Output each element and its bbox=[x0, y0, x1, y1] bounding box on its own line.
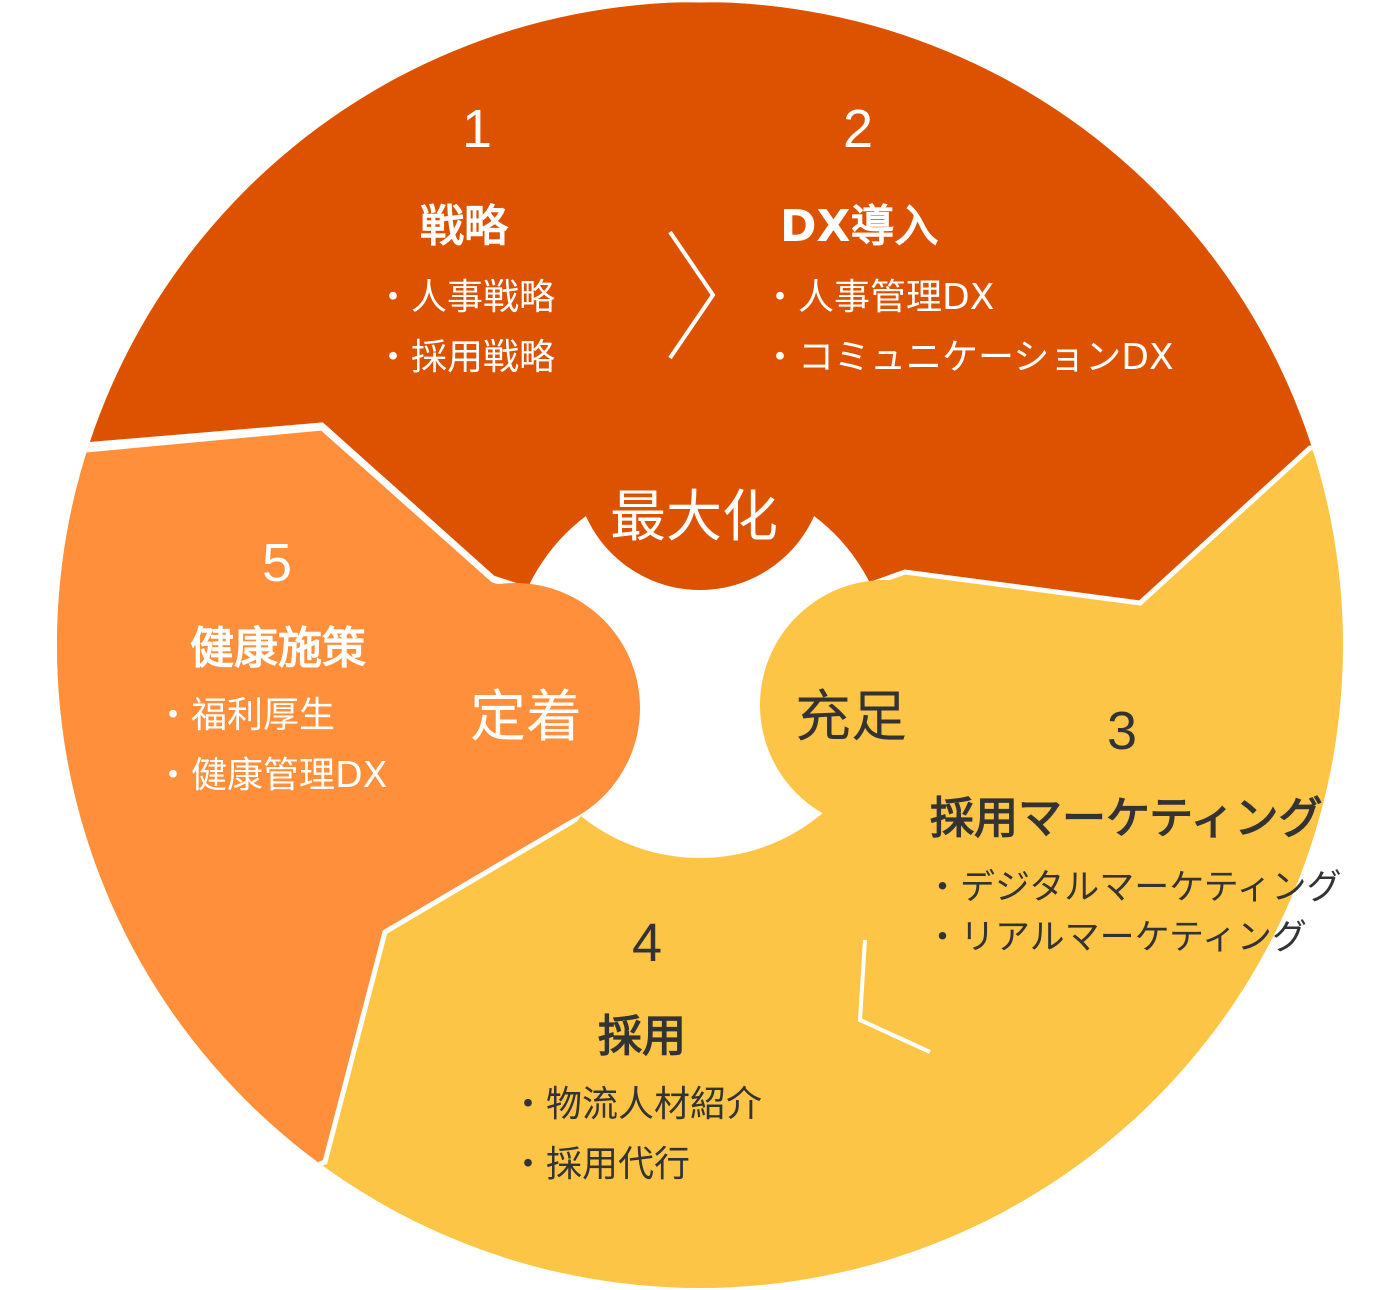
seg3-title: 採用マーケティング bbox=[930, 793, 1323, 844]
seg2-item: ・人事管理DX bbox=[762, 277, 995, 318]
chevron-right-icon bbox=[668, 230, 716, 360]
seg5-item: ・健康管理DX bbox=[155, 755, 388, 796]
seg4-item: ・採用代行 bbox=[510, 1144, 691, 1185]
seg1-item: ・採用戦略 bbox=[375, 337, 556, 378]
hub-maximize: 最大化 bbox=[610, 485, 778, 550]
seg4-title: 採用 bbox=[598, 1011, 686, 1062]
seg2-number: 2 bbox=[843, 99, 874, 159]
retain-bubble bbox=[390, 583, 640, 833]
maximize-bubble bbox=[575, 340, 825, 590]
seg1-number: 1 bbox=[462, 99, 493, 159]
fulfill-bubble bbox=[760, 580, 1010, 830]
seg5-item: ・福利厚生 bbox=[155, 695, 336, 736]
seg2-item: ・コミュニケーションDX bbox=[762, 337, 1174, 378]
seg1-item: ・人事戦略 bbox=[375, 277, 556, 318]
seg5-title: 健康施策 bbox=[190, 623, 366, 674]
seg2-title: DX導入 bbox=[780, 201, 939, 252]
seg3-item: ・リアルマーケティング bbox=[925, 918, 1307, 958]
seg5-number: 5 bbox=[262, 533, 293, 593]
hub-retain: 定着 bbox=[470, 685, 582, 750]
hub-fulfill: 充足 bbox=[795, 685, 907, 750]
seg4-item: ・物流人材紹介 bbox=[510, 1084, 763, 1125]
seg3-number: 3 bbox=[1107, 701, 1138, 761]
seg4-number: 4 bbox=[632, 913, 663, 973]
chevron-down-icon bbox=[857, 939, 931, 1054]
seg1-title: 戦略 bbox=[420, 201, 508, 252]
strategy-region bbox=[57, 2, 1343, 648]
seg3-item: ・デジタルマーケティング bbox=[925, 868, 1342, 908]
